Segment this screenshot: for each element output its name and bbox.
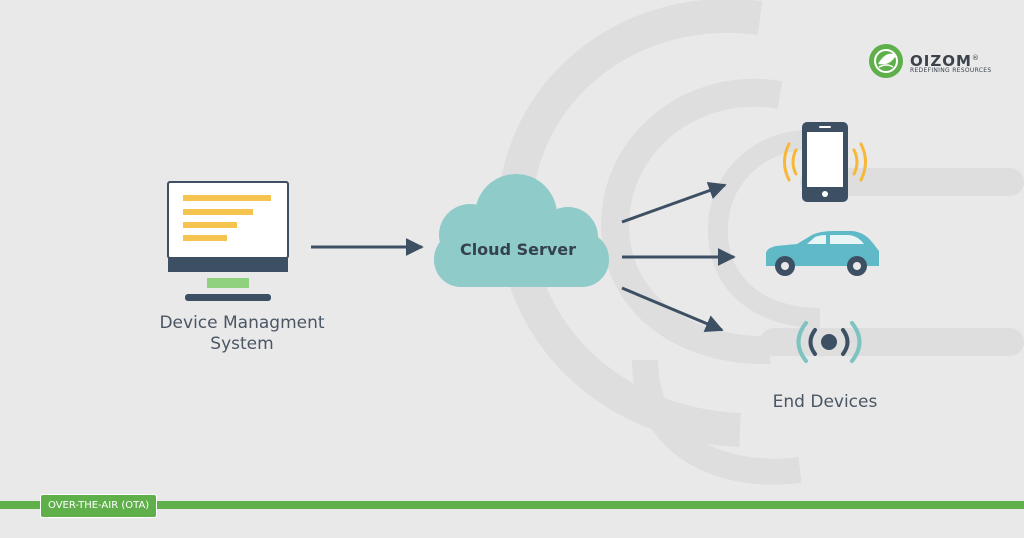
- smartphone-icon: [783, 122, 867, 202]
- device-management-label: Device Managment System: [112, 313, 372, 355]
- arrow-cloud-to-phone: [621, 182, 727, 224]
- brand-name: OIZOM®: [910, 50, 980, 69]
- brand-name-text: OIZOM: [910, 52, 972, 70]
- device-management-label-line1: Device Managment: [159, 313, 325, 333]
- cloud-server-label: Cloud Server: [459, 240, 577, 259]
- oizom-leaf-logo: [869, 44, 903, 78]
- brand-tagline: REDEFINING RESOURCES: [910, 67, 992, 74]
- brand-trademark: ®: [971, 54, 980, 62]
- footer-divider: [0, 501, 1024, 509]
- monitor-icon: [167, 181, 289, 301]
- car-icon: [766, 231, 879, 276]
- end-devices-label: End Devices: [772, 392, 878, 412]
- arrow-cloud-to-sensor: [621, 286, 724, 333]
- ota-badge: OVER-THE-AIR (OTA): [40, 494, 158, 518]
- wireless-signal-icon: [796, 321, 862, 363]
- arrows: [311, 182, 736, 333]
- cloud-icon: [434, 174, 609, 287]
- brand-logo: OIZOM® REDEFINING RESOURCES: [866, 42, 1006, 82]
- device-management-label-line2: System: [210, 334, 274, 354]
